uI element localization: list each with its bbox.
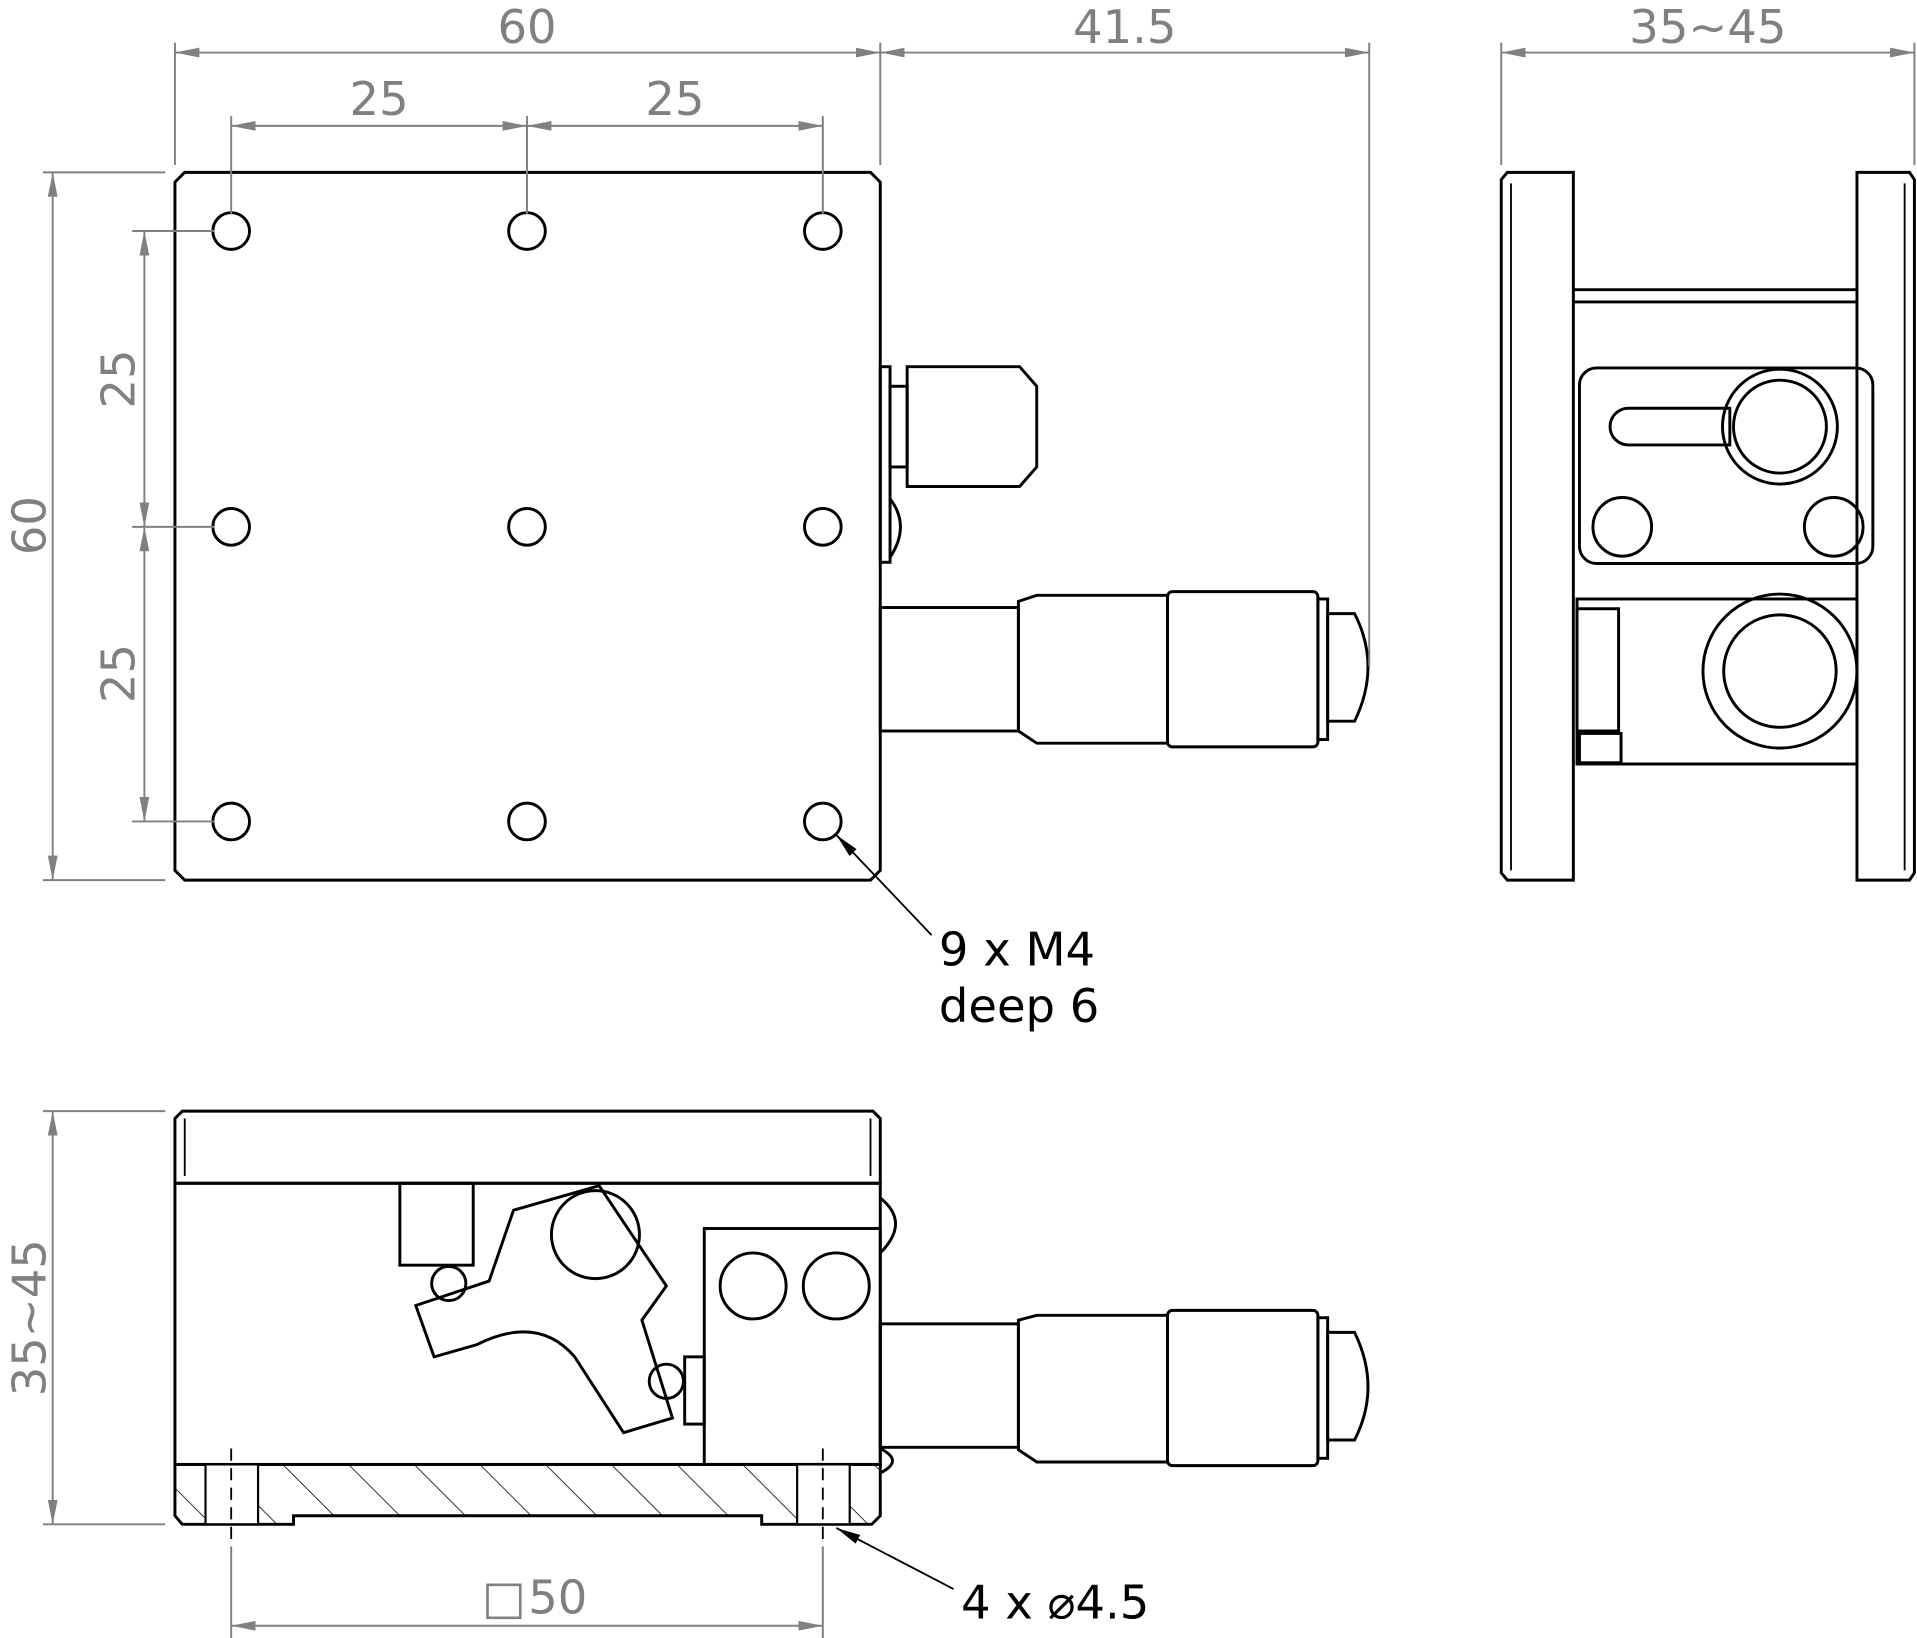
dim-mount-square: 50	[528, 1571, 587, 1625]
side-view: 35~45	[1499, 0, 1916, 882]
callout-line-1: 9 x M4	[939, 923, 1095, 977]
dim-pitch-y-2: 25	[92, 644, 146, 703]
dim-width: 60	[497, 0, 556, 54]
lock-knob	[878, 365, 1039, 564]
stage-plate	[173, 170, 882, 882]
dim-height: 60	[2, 496, 56, 555]
top-view: 60 41.5 25 25 60 25 25 9 x M4 deep 6	[2, 0, 1371, 1033]
dim-front-height: 35~45	[2, 1239, 56, 1396]
dim-pitch-x-1: 25	[350, 72, 409, 126]
dim-micrometer-extent: 41.5	[1073, 0, 1176, 54]
square-symbol: □	[482, 1571, 526, 1625]
dim-pitch-x-2: 25	[645, 72, 704, 126]
mounting-holes	[211, 211, 843, 842]
front-view: 35~45 □ 50 4 x ⌀4.5	[2, 1109, 1370, 1638]
base-section	[173, 1462, 882, 1526]
callout-line-2: deep 6	[939, 979, 1099, 1033]
top-dimensions: 60 41.5 25 25 60 25 25	[2, 0, 1371, 882]
dim-pitch-y-1: 25	[92, 349, 146, 408]
hole-callout: 9 x M4 deep 6	[835, 834, 1099, 1033]
mount-hole-callout: 4 x ⌀4.5	[961, 1575, 1149, 1629]
dim-side-height: 35~45	[1629, 0, 1786, 54]
micrometer-head	[878, 590, 1370, 749]
